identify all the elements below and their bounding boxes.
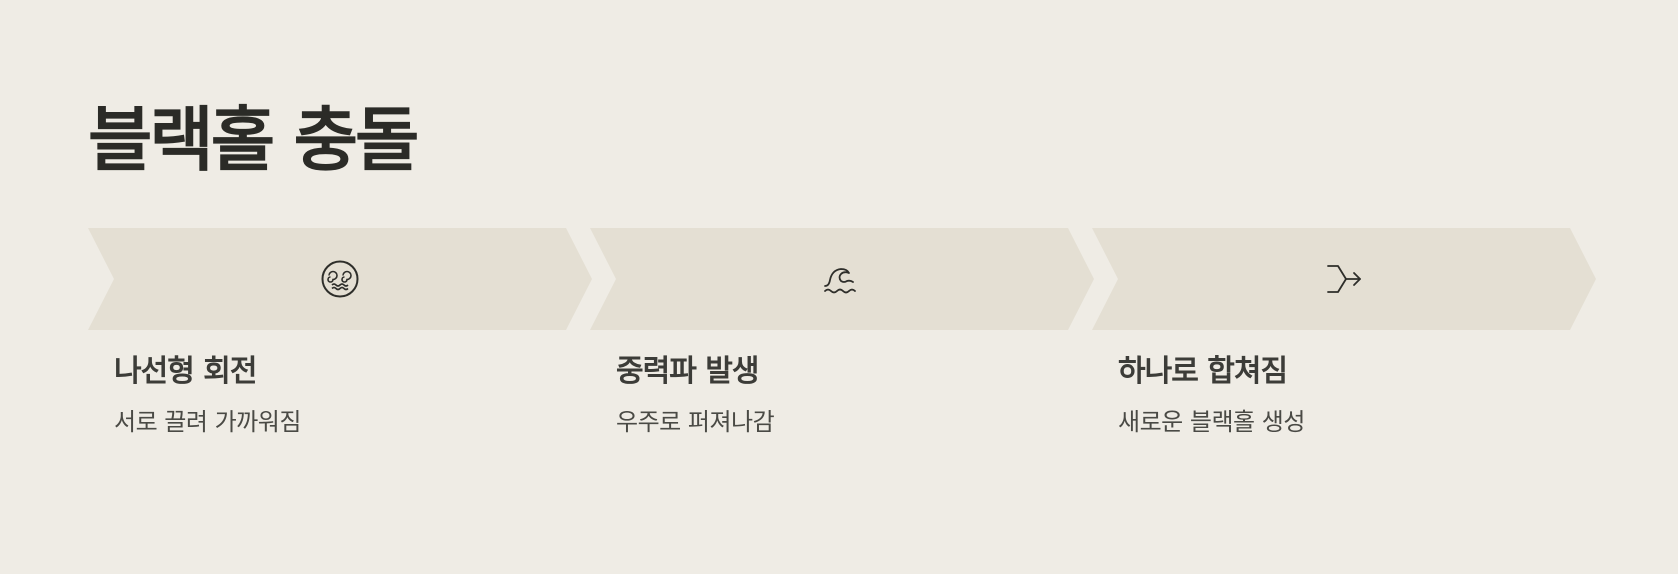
step-text-1: 나선형 회전 서로 끌려 가까워짐 <box>114 350 534 438</box>
step-text-3: 하나로 합쳐짐 새로운 블랙홀 생성 <box>1118 350 1538 438</box>
dizzy-face-icon <box>321 260 359 298</box>
step-description: 우주로 퍼져나감 <box>616 408 775 436</box>
step-text-2: 중력파 발생 우주로 퍼져나감 <box>616 350 1036 438</box>
step-chevron-1 <box>88 228 592 330</box>
chevron-shape <box>590 228 1094 330</box>
chevron-shape <box>1092 228 1596 330</box>
step-title: 나선형 회전 <box>114 354 257 389</box>
step-title: 하나로 합쳐짐 <box>1118 354 1288 389</box>
step-title: 중력파 발생 <box>616 354 759 389</box>
page-title: 블랙홀 충돌 <box>88 99 419 181</box>
step-chevron-3 <box>1092 228 1596 330</box>
merge-arrow-icon <box>1327 265 1361 293</box>
chevron-shape <box>88 228 592 330</box>
step-description: 서로 끌려 가까워짐 <box>114 408 301 436</box>
step-chevron-2 <box>590 228 1094 330</box>
step-description: 새로운 블랙홀 생성 <box>1118 408 1305 436</box>
wave-icon <box>824 268 856 294</box>
